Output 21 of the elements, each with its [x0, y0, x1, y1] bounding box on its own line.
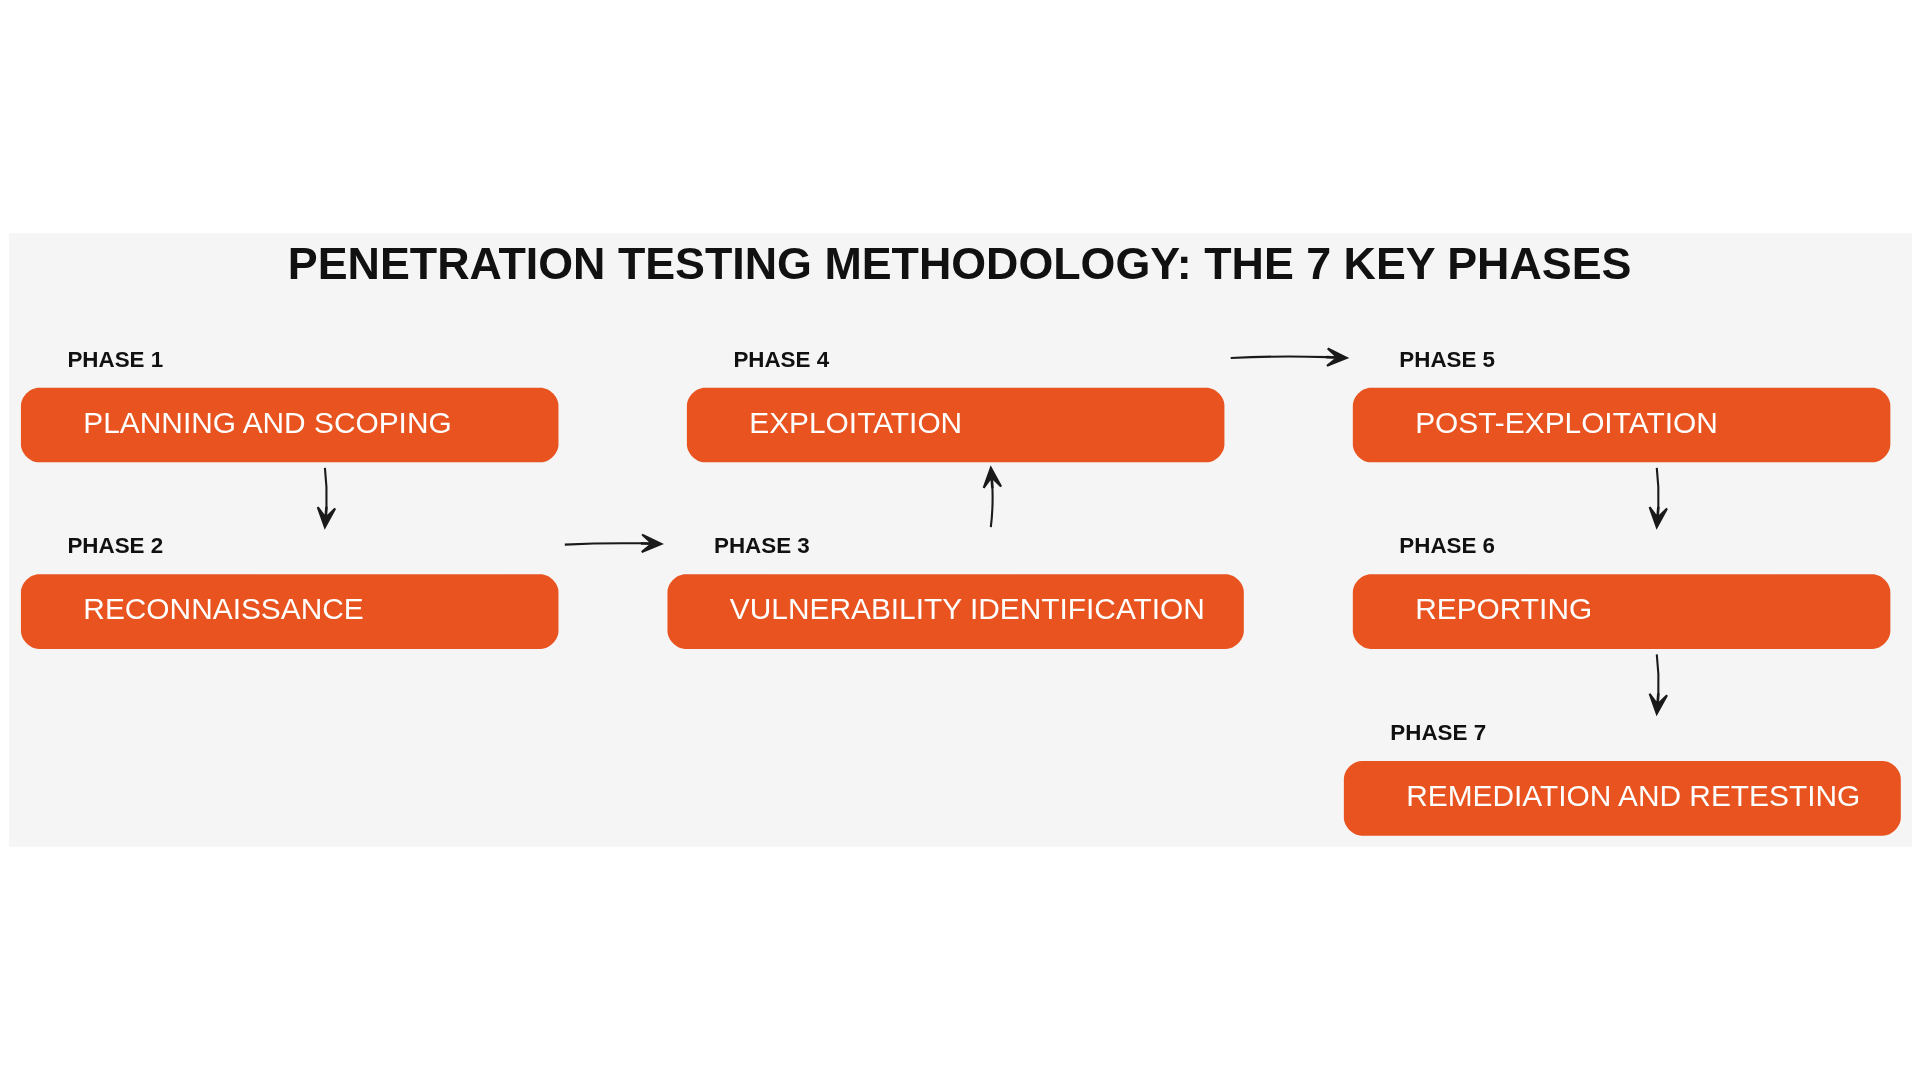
- node-box: VULNERABILITY IDENTIFICATION: [666, 574, 1244, 649]
- node-label: PHASE 6: [1398, 533, 1495, 559]
- arrow: [1648, 654, 1668, 715]
- node-label: PHASE 5: [1398, 346, 1495, 372]
- node-label: PHASE 4: [732, 346, 829, 372]
- node-box: PLANNING AND SCOPING: [20, 387, 558, 463]
- node-box: REMEDIATION AND RETESTING: [1343, 761, 1901, 836]
- node-label: PHASE 2: [66, 533, 163, 559]
- arrow: [1230, 347, 1348, 367]
- node-box: RECONNAISSANCE: [20, 574, 558, 649]
- arrow: [316, 467, 336, 529]
- node-box: EXPLOITATION: [686, 387, 1224, 463]
- node-label: PHASE 7: [1389, 720, 1486, 746]
- diagram-title: PENETRATION TESTING METHODOLOGY: THE 7 KEY PHASES: [287, 238, 1631, 289]
- node-box: REPORTING: [1352, 574, 1890, 649]
- arrow: [982, 466, 1002, 528]
- arrow: [1648, 467, 1668, 529]
- arrow: [564, 533, 662, 554]
- node-label: PHASE 3: [713, 533, 810, 559]
- node-box: POST-EXPLOITATION: [1352, 387, 1890, 463]
- node-label: PHASE 1: [66, 346, 163, 372]
